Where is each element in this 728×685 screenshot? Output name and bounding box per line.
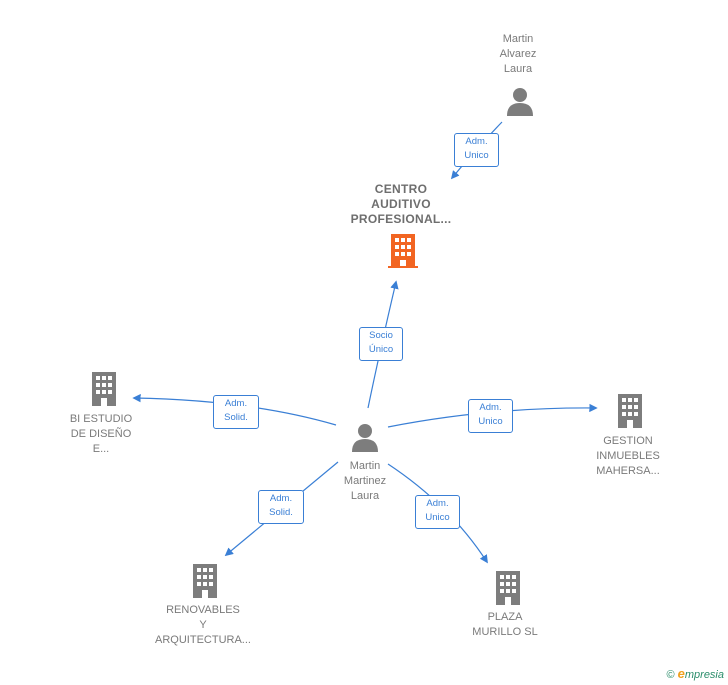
person-icon[interactable] (505, 86, 535, 116)
edge-badge-adm-solid: Adm. Solid. (258, 490, 304, 524)
edge-badge-adm-unico: Adm. Unico (468, 399, 513, 433)
node-label-martin-alvarez[interactable]: Martin Alvarez Laura (499, 33, 537, 75)
edge-badge-socio-unico: Socio Único (359, 327, 403, 361)
building-icon-gestion[interactable] (615, 394, 645, 428)
building-icon-renovables[interactable] (190, 564, 220, 598)
building-icon-centro[interactable] (388, 234, 418, 268)
edge-badge-adm-solid: Adm. Solid. (213, 395, 259, 429)
edge-badge-adm-unico: Adm. Unico (454, 133, 499, 167)
brand-name: mpresia (684, 669, 724, 681)
brand-footer[interactable]: © empresia (666, 666, 724, 681)
node-label-bi-estudio[interactable]: BI ESTUDIO DE DISEÑO E... (69, 413, 133, 455)
building-icon-bi-estudio[interactable] (89, 372, 119, 406)
building-icon-plaza[interactable] (493, 571, 523, 605)
node-label-martin-martinez[interactable]: Martin Martinez Laura (343, 460, 387, 502)
person-icon[interactable] (350, 422, 380, 452)
node-label-plaza-murillo[interactable]: PLAZA MURILLO SL (472, 611, 538, 638)
copyright-symbol: © (666, 669, 675, 681)
node-label-renovables[interactable]: RENOVABLES Y ARQUITECTURA... (155, 604, 251, 646)
node-label-centro-auditivo[interactable]: CENTRO AUDITIVO PROFESIONAL... (350, 182, 452, 226)
node-label-gestion[interactable]: GESTION INMUEBLES MAHERSA... (596, 435, 660, 477)
brand-logo-e: e (677, 666, 685, 681)
edge-badge-adm-unico: Adm. Unico (415, 495, 460, 529)
